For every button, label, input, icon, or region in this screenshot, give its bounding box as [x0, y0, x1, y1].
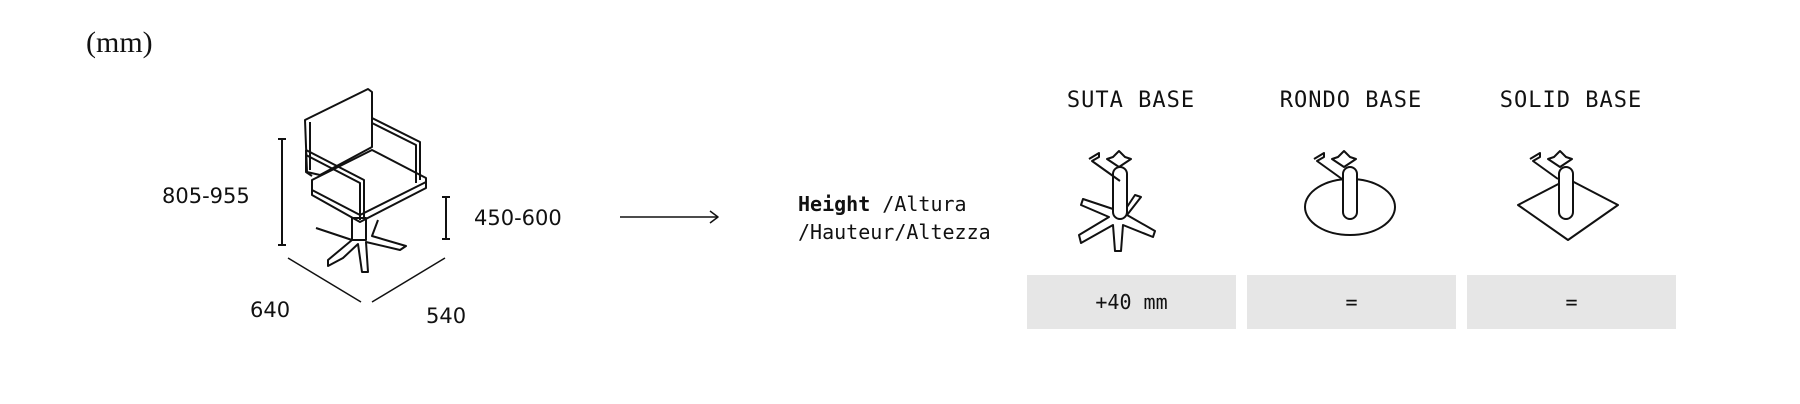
square-base-icon: [1517, 150, 1619, 241]
base-value-rondo: =: [1247, 275, 1456, 329]
height-label: Height /Altura /Hauteur/Altezza: [798, 190, 991, 246]
seat-height-label: 450-600: [474, 206, 562, 230]
height-label-alt2: /Hauteur/Altezza: [798, 220, 991, 244]
round-base-icon: [1304, 150, 1396, 236]
height-label-alt1: /Altura: [882, 192, 967, 216]
base-title-solid: SOLID BASE: [1499, 88, 1643, 113]
arrow-right-icon: [620, 210, 719, 224]
unit-label: (mm): [86, 26, 153, 59]
base-value-solid: =: [1467, 275, 1676, 329]
total-height-label: 805-955: [162, 184, 250, 208]
base-title-suta: SUTA BASE: [1066, 88, 1196, 113]
height-label-primary: Height: [798, 192, 871, 216]
star-base-icon: [1078, 150, 1156, 252]
chair-diagram-icon: [278, 88, 450, 303]
width-label: 540: [426, 304, 467, 328]
depth-label: 640: [250, 298, 291, 322]
base-value-suta: +40 mm: [1027, 275, 1236, 329]
base-title-rondo: RONDO BASE: [1279, 88, 1423, 113]
